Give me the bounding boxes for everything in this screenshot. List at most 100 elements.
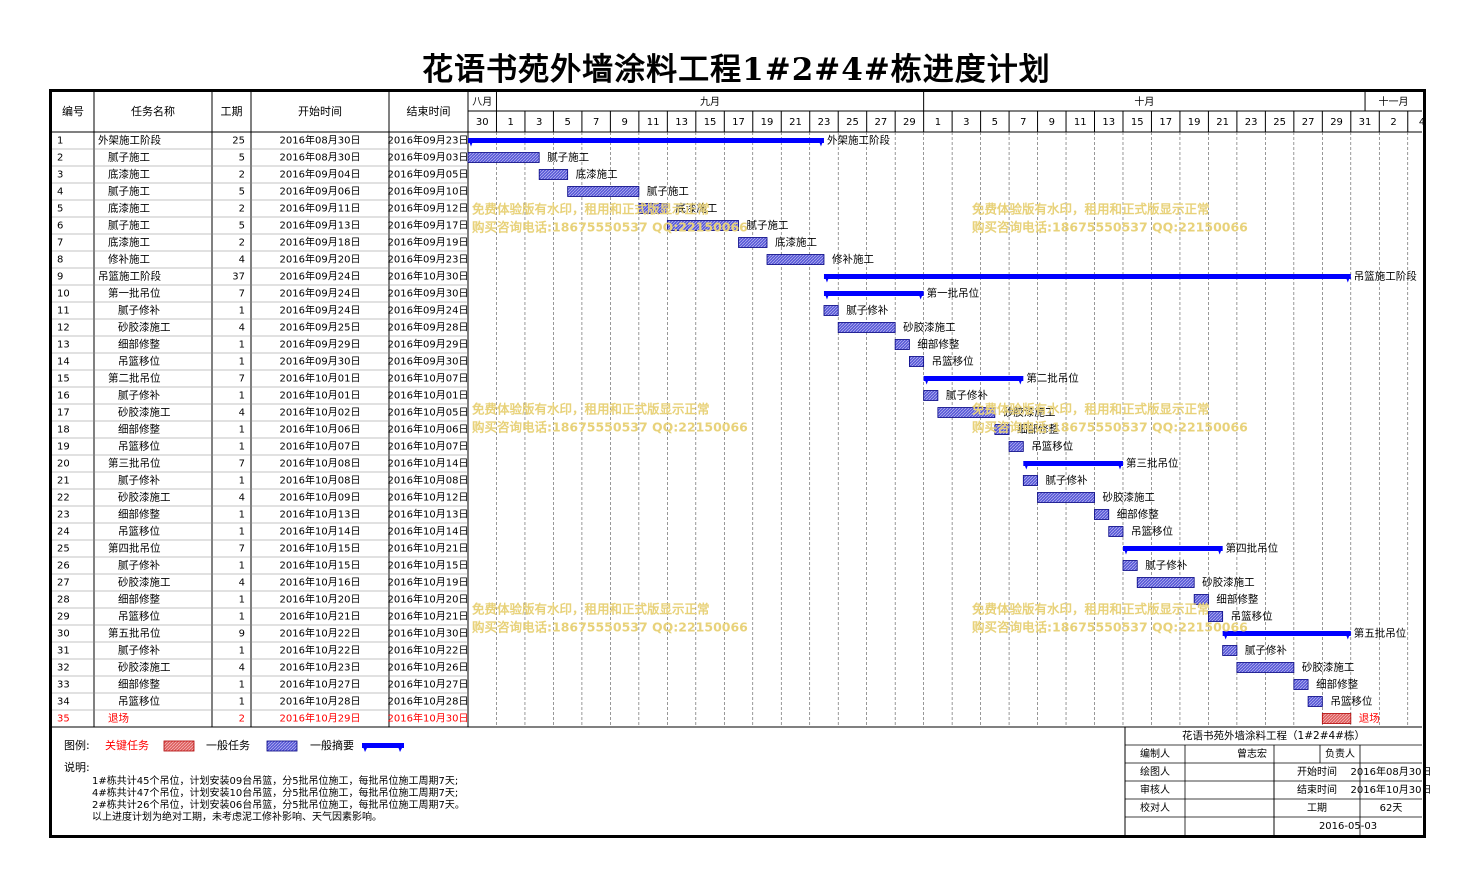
task-end: 2016年10月30日 [388, 712, 469, 725]
task-duration: 7 [239, 544, 245, 555]
task-start: 2016年09月13日 [280, 219, 361, 232]
watermark-text: 免费体验版有水印，租用和正式版显示正常 [972, 202, 1210, 217]
task-duration: 5 [239, 187, 245, 198]
task-name: 腻子修补 [118, 644, 160, 657]
task-end: 2016年10月07日 [388, 440, 469, 453]
task-name: 砂胶漆施工 [118, 576, 171, 589]
bar-label: 砂胶漆施工 [903, 321, 956, 334]
month-label: 十一月 [1379, 95, 1409, 108]
task-name: 吊篮移位 [118, 440, 160, 453]
summary-bar [1222, 631, 1351, 636]
legend-label: 图例: [64, 738, 90, 752]
task-id: 29 [57, 612, 70, 623]
watermark-text: 购买咨询电话:18675550537 QQ:22150066 [972, 620, 1248, 635]
task-id: 20 [57, 459, 70, 470]
task-start: 2016年09月04日 [280, 168, 361, 181]
watermark-text: 免费体验版有水印，租用和正式版显示正常 [472, 402, 710, 417]
task-id: 18 [57, 425, 70, 436]
task-name: 第五批吊位 [108, 627, 161, 640]
task-end: 2016年10月12日 [388, 491, 469, 504]
bar-label: 第五批吊位 [1354, 627, 1407, 640]
task-duration: 7 [239, 374, 245, 385]
summary-bar [923, 376, 1024, 381]
page-title: 花语书苑外墙涂料工程1#2#4#栋进度计划 [422, 52, 1051, 88]
task-id: 4 [57, 187, 63, 198]
watermark-text: 购买咨询电话:18675550537 QQ:22150066 [472, 420, 748, 435]
task-bar [894, 339, 910, 350]
summary-cap [1222, 631, 1229, 640]
day-label: 23 [818, 117, 831, 128]
task-end: 2016年09月30日 [388, 287, 469, 300]
task-end: 2016年09月03日 [388, 151, 469, 164]
task-bar [1208, 611, 1224, 622]
task-bar [766, 254, 825, 265]
task-id: 23 [57, 510, 70, 521]
bar-label: 退场 [1359, 712, 1380, 725]
task-duration: 1 [239, 476, 245, 487]
month-label: 九月 [700, 96, 720, 108]
bar-label: 吊篮移位 [1231, 610, 1273, 623]
task-duration: 1 [239, 646, 245, 657]
task-end: 2016年10月14日 [388, 525, 469, 538]
task-duration: 1 [239, 612, 245, 623]
bar-label: 腻子施工 [647, 185, 689, 198]
task-id: 26 [57, 561, 70, 572]
bar-label: 吊篮移位 [1330, 695, 1372, 708]
task-duration: 1 [239, 442, 245, 453]
task-end: 2016年10月06日 [388, 423, 469, 436]
task-id: 2 [57, 153, 63, 164]
task-bar [638, 203, 668, 214]
task-start: 2016年10月22日 [280, 627, 361, 640]
infobox-date: 2016-05-03 [1319, 821, 1377, 832]
task-name: 砂胶漆施工 [118, 491, 171, 504]
watermark-text: 免费体验版有水印，租用和正式版显示正常 [972, 602, 1210, 617]
task-end: 2016年10月30日 [388, 270, 469, 283]
task-end: 2016年09月05日 [388, 168, 469, 181]
task-name: 细部修整 [118, 423, 160, 436]
summary-bar [1122, 546, 1223, 551]
day-label: 27 [1302, 117, 1315, 128]
task-name: 第一批吊位 [108, 287, 161, 300]
bar-label: 砂胶漆施工 [1003, 406, 1056, 419]
task-duration: 2 [239, 238, 245, 249]
task-duration: 1 [239, 425, 245, 436]
task-end: 2016年09月24日 [388, 304, 469, 317]
task-start: 2016年10月06日 [280, 423, 361, 436]
task-duration: 4 [239, 663, 245, 674]
task-bar [837, 322, 896, 333]
header-name: 任务名称 [131, 104, 175, 118]
task-id: 12 [57, 323, 70, 334]
task-duration: 1 [239, 391, 245, 402]
task-name: 第四批吊位 [108, 542, 161, 555]
task-end: 2016年09月29日 [388, 338, 469, 351]
task-name: 底漆施工 [108, 202, 150, 215]
watermark-text: 免费体验版有水印，租用和正式版显示正常 [472, 602, 710, 617]
day-label: 17 [732, 117, 745, 128]
task-name: 吊篮移位 [118, 695, 160, 708]
task-name: 底漆施工 [108, 236, 150, 249]
task-start: 2016年09月20日 [280, 253, 361, 266]
summary-bar [823, 291, 924, 296]
task-duration: 1 [239, 680, 245, 691]
task-bar [1222, 645, 1238, 656]
task-bar [467, 152, 540, 163]
task-id: 28 [57, 595, 70, 606]
task-duration: 37 [232, 272, 245, 283]
day-label: 9 [621, 117, 627, 128]
task-bar [1236, 662, 1295, 673]
watermark-text: 购买咨询电话:18675550537 QQ:22150066 [972, 420, 1248, 435]
bar-label: 砂胶漆施工 [1103, 491, 1156, 504]
task-end: 2016年10月13日 [388, 508, 469, 521]
task-bar [1193, 594, 1209, 605]
task-id: 17 [57, 408, 70, 419]
task-bar [923, 390, 939, 401]
task-id: 13 [57, 340, 70, 351]
task-bar [666, 220, 739, 231]
summary-cap [1116, 461, 1123, 470]
task-duration: 5 [239, 221, 245, 232]
summary-cap [1023, 461, 1030, 470]
task-start: 2016年10月07日 [280, 440, 361, 453]
day-label: 4 [1419, 117, 1425, 128]
day-label: 23 [1245, 117, 1258, 128]
